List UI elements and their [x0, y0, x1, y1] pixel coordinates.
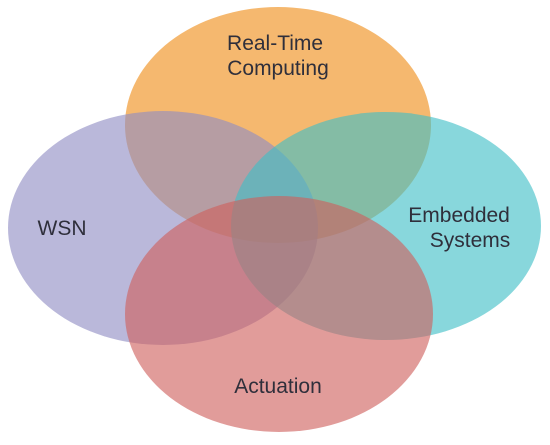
label-real-time-computing: Real-Time Computing — [227, 32, 329, 80]
label-embedded-systems: Embedded Systems — [408, 204, 515, 252]
label-actuation: Actuation — [234, 375, 322, 398]
label-wsn: WSN — [38, 217, 87, 240]
ellipse-actuation — [125, 196, 433, 432]
